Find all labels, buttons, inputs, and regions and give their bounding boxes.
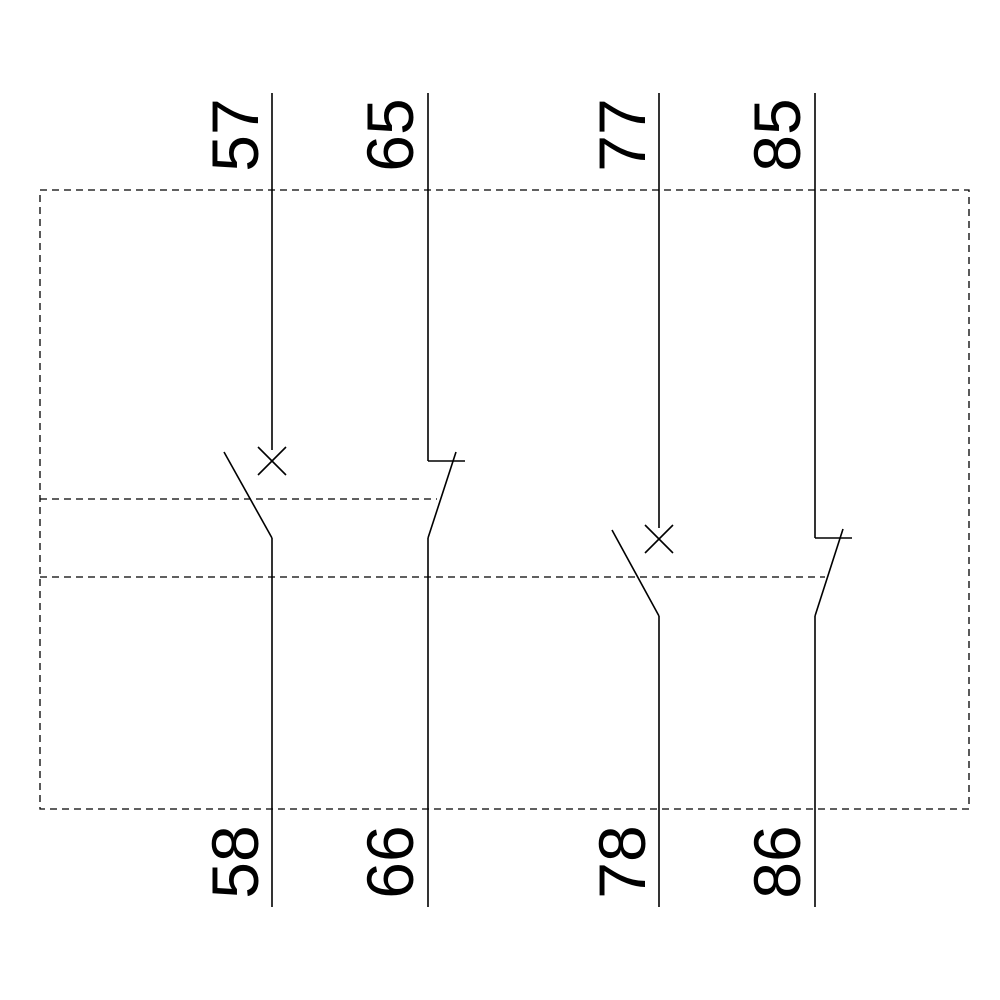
terminal-label-78: 78 <box>585 825 659 898</box>
enclosure-outline <box>39 189 970 810</box>
contact-65-66 <box>427 93 465 907</box>
open-end-cross-b <box>257 446 287 476</box>
open-end-cross-b <box>644 524 674 554</box>
switch-blade <box>814 528 844 617</box>
terminal-label-77: 77 <box>585 98 659 171</box>
contact-85-86 <box>814 93 852 907</box>
terminal-label-66: 66 <box>353 825 427 898</box>
switch-blade <box>611 529 660 617</box>
switch-blade <box>223 451 273 539</box>
terminal-label-65: 65 <box>353 98 427 171</box>
contact-77-78 <box>611 93 674 907</box>
contact-57-58 <box>223 93 287 907</box>
terminal-label-58: 58 <box>198 825 272 898</box>
terminal-label-85: 85 <box>740 98 814 171</box>
switch-blade <box>427 451 457 539</box>
terminal-label-86: 86 <box>740 825 814 898</box>
terminal-label-57: 57 <box>198 98 272 171</box>
